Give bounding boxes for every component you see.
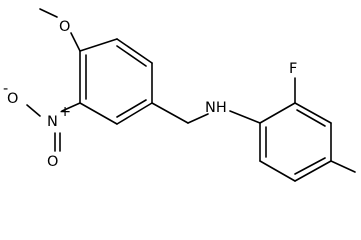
bond-c1-ch2 bbox=[151, 102, 189, 124]
bond-c2p-c3p bbox=[294, 102, 332, 124]
bond-c5-c6 bbox=[116, 38, 153, 64]
atom-labels: O N + O O - NH F bbox=[3, 19, 297, 170]
bond-c4p-methyl bbox=[330, 160, 356, 173]
bond-methyl-o bbox=[39, 8, 58, 18]
bond-c1-c2-inner bbox=[116, 99, 147, 118]
atom-label-methoxy-oxygen: O bbox=[59, 19, 70, 35]
bond-n-o-single bbox=[26, 104, 41, 117]
atom-label-nitro-oxygen-double: O bbox=[47, 154, 58, 170]
bond-c4p-c5p bbox=[294, 160, 332, 182]
bond-lines bbox=[26, 8, 356, 182]
bond-nh-c1p bbox=[229, 110, 261, 124]
atom-label-nitro-nitrogen: N bbox=[47, 114, 58, 130]
nitro-oxygen-charge: - bbox=[3, 81, 8, 97]
bond-c4p-c5p-inner bbox=[294, 157, 326, 175]
bond-c1p-c2p bbox=[259, 102, 296, 124]
bond-c5p-c6p bbox=[259, 160, 296, 182]
bond-c5-c6-inner bbox=[116, 45, 147, 67]
bond-c1-c2 bbox=[116, 102, 153, 125]
bond-o-c4 bbox=[70, 32, 81, 52]
bond-ch2-nh bbox=[187, 113, 209, 124]
bond-c3-n bbox=[61, 102, 81, 112]
atom-label-fluorine: F bbox=[289, 61, 297, 77]
bond-c2p-c3p-inner bbox=[296, 109, 326, 127]
chemical-structure-diagram: O N + O O - NH F bbox=[3, 8, 356, 182]
atom-label-amine: NH bbox=[205, 100, 227, 116]
nitro-nitrogen-charge: + bbox=[59, 104, 71, 120]
bond-c2-c3 bbox=[79, 102, 118, 125]
atom-label-nitro-oxygen-single: O bbox=[7, 91, 18, 107]
bond-c4-c5 bbox=[79, 38, 118, 52]
